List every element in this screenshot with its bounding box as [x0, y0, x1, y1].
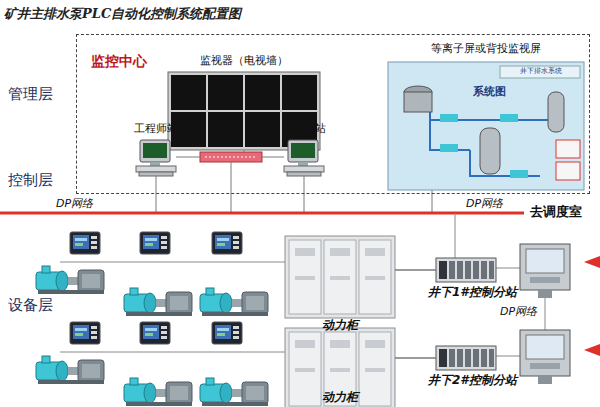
network-label: DP网络	[500, 306, 537, 319]
illustration-part	[520, 244, 570, 298]
dp-bus	[0, 212, 524, 215]
video-wall	[168, 72, 320, 150]
illustration-part	[200, 378, 268, 406]
system-screen	[388, 62, 584, 190]
power-cabinet: 动力柜	[285, 236, 395, 318]
control-substation: 井下2#控制分站	[436, 346, 496, 370]
field-wire	[60, 262, 285, 263]
illustration-part	[212, 232, 242, 254]
network-label: DP网络	[56, 198, 93, 211]
illustration-part	[285, 236, 395, 318]
node-label: 监控中心	[91, 53, 147, 69]
monitoring-center: 监控中心监视器（电视墙）工程师站操作员站等离子屏或背投监视屏井下排水系统系统图	[76, 34, 590, 194]
control-substation: 井下1#控制分站	[436, 258, 496, 282]
illustration-part	[124, 288, 192, 316]
node-label: 动力柜	[285, 319, 395, 333]
node-label: 监视器（电视墙）	[168, 55, 320, 68]
diagram-title: 矿井主排水泵PLC自动化控制系统配置图	[4, 5, 241, 23]
connector-line	[395, 269, 436, 271]
network-label: DP网络	[466, 198, 503, 211]
illustration-part	[520, 330, 570, 384]
illustration-part	[140, 232, 170, 254]
system-screen	[510, 170, 528, 178]
node-label: 井下2#控制分站	[428, 374, 517, 388]
illustration-part	[70, 232, 100, 254]
illustration-part	[212, 322, 242, 344]
layer-label: 管理层	[8, 86, 53, 103]
field-wire	[496, 356, 520, 357]
illustration-part	[36, 356, 104, 384]
illustration-part	[136, 140, 176, 176]
node-label: 操作员站	[274, 123, 334, 136]
video-wall	[245, 75, 280, 110]
dp-bus	[0, 212, 524, 215]
illustration-part	[284, 140, 324, 176]
video-wall	[208, 75, 243, 110]
system-screen	[500, 114, 518, 122]
field-wire	[545, 298, 546, 330]
network-switch	[200, 152, 262, 162]
video-wall: 监视器（电视墙）	[168, 72, 320, 150]
illustration-part	[200, 288, 268, 316]
connector-line	[395, 357, 436, 359]
network-wire	[176, 157, 200, 158]
video-wall	[245, 112, 280, 147]
system-screen	[548, 92, 564, 132]
signal-arrow	[584, 344, 600, 356]
video-wall	[282, 75, 317, 110]
node-label: 动力柜	[285, 391, 395, 405]
illustration-part	[124, 378, 192, 406]
signal-arrow	[584, 256, 600, 268]
system-screen	[404, 92, 432, 112]
field-wire	[60, 352, 285, 353]
video-wall	[168, 72, 320, 150]
system-screen	[388, 62, 584, 190]
system-screen	[440, 114, 458, 122]
node-label: 井下1#控制分站	[428, 286, 517, 300]
network-switch	[205, 157, 257, 158]
network-label: 去调度室	[530, 205, 582, 220]
layer-label: 控制层	[8, 172, 53, 189]
system-screen	[556, 162, 580, 180]
plasma-screen: 等离子屏或背投监视屏井下排水系统系统图	[388, 62, 584, 190]
network-wire	[304, 176, 305, 213]
system-screen	[440, 144, 458, 152]
system-screen	[480, 128, 500, 174]
illustration-part	[436, 258, 496, 282]
engineer-station: 工程师站	[136, 140, 176, 176]
system-screen	[500, 66, 580, 78]
node-label: 等离子屏或背投监视屏	[388, 43, 584, 56]
power-cabinet: 动力柜	[285, 328, 395, 390]
layer-label: 设备层	[8, 297, 53, 314]
network-switch	[200, 152, 262, 162]
field-wire	[455, 213, 456, 258]
illustration-part	[285, 328, 395, 407]
network-wire	[156, 176, 157, 213]
video-wall	[208, 112, 243, 147]
signal-arrow	[584, 256, 600, 356]
field-wire	[496, 268, 520, 269]
video-wall	[171, 75, 206, 110]
network-wire	[231, 162, 232, 213]
connector-group	[395, 358, 436, 359]
illustration-part	[36, 266, 104, 294]
screen-text: 系统图	[450, 86, 530, 99]
system-screen	[556, 140, 580, 158]
network-wire	[244, 150, 245, 152]
operator-station: 操作员站	[284, 140, 324, 176]
connector-group	[395, 270, 436, 271]
network-wire	[262, 157, 284, 158]
screen-text: 井下排水系统	[502, 67, 580, 75]
illustration-part	[70, 322, 100, 344]
illustration-part	[436, 346, 496, 370]
node-label: 工程师站	[126, 123, 186, 136]
illustration-part	[140, 322, 170, 344]
